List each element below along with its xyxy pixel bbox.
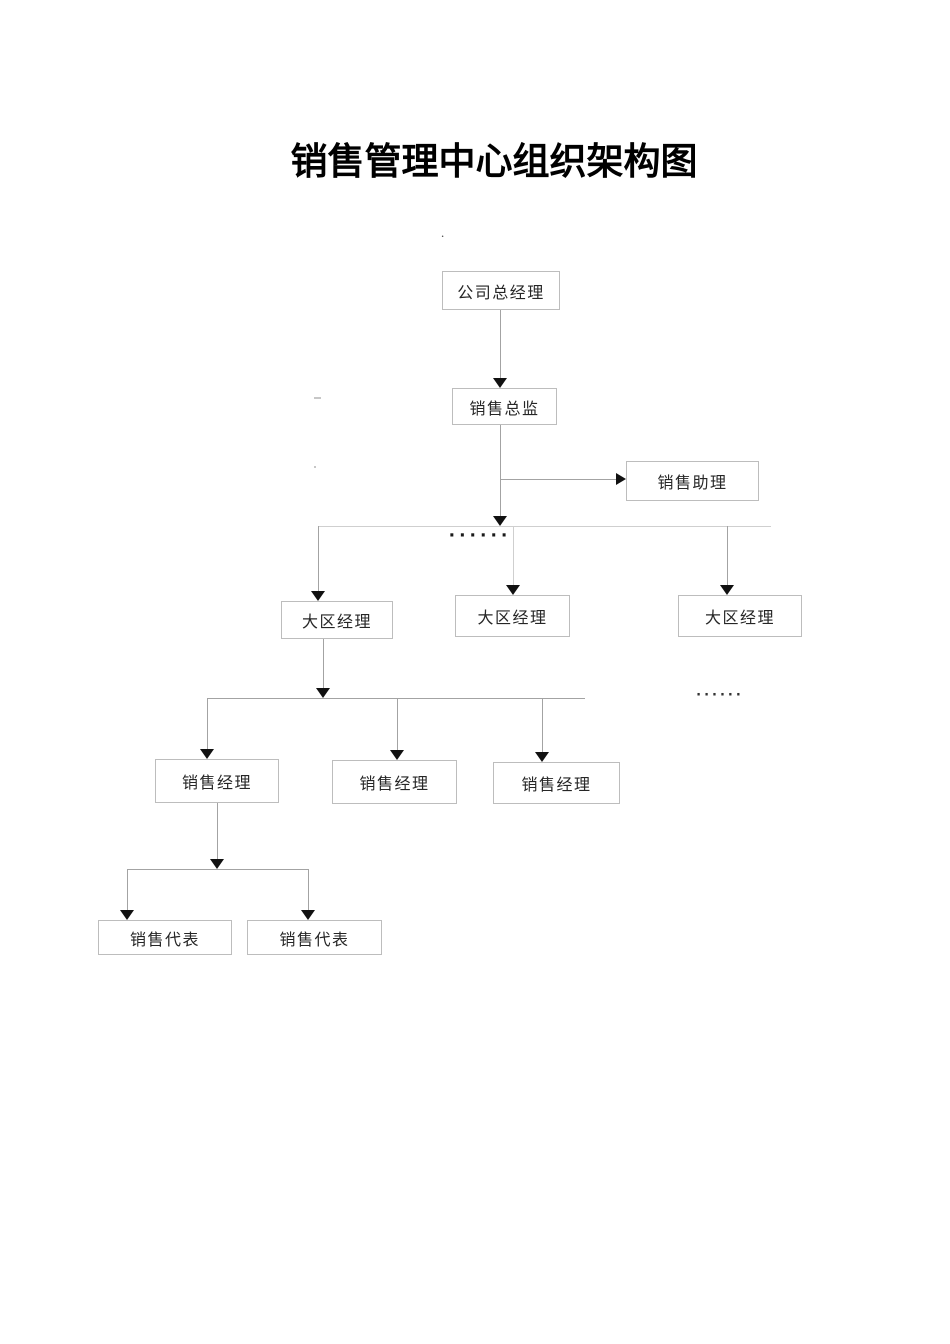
org-node-sales-manager-1: 销售经理 <box>155 759 279 803</box>
drop-to-regional-manager-2 <box>513 526 514 585</box>
stray-period-mark: . <box>441 225 445 240</box>
org-node-sales-director: 销售总监 <box>452 388 557 425</box>
arrowhead-down <box>493 516 507 526</box>
arrowhead-down <box>493 378 507 388</box>
arrowhead-down <box>720 585 734 595</box>
diagram-title: 销售管理中心组织架构图 <box>290 141 698 182</box>
arrowhead-down <box>390 750 404 760</box>
drop-to-sales-rep-2 <box>308 869 309 911</box>
arrowhead-right <box>616 473 626 485</box>
arrowhead-down <box>535 752 549 762</box>
arrowhead-down <box>120 910 134 920</box>
drop-to-sales-manager-2 <box>397 698 398 750</box>
org-node-sales-manager-3: 销售经理 <box>493 762 620 804</box>
arrowhead-down <box>311 591 325 601</box>
org-node-regional-manager-3: 大区经理 <box>678 595 802 637</box>
drop-to-sales-manager-3 <box>542 698 543 752</box>
arrowhead-down <box>301 910 315 920</box>
org-node-regional-manager-2: 大区经理 <box>455 595 570 637</box>
org-node-regional-manager-1: 大区经理 <box>281 601 393 639</box>
drop-to-regional-manager-3 <box>727 526 728 585</box>
org-node-sales-representative-2: 销售代表 <box>247 920 382 955</box>
org-node-sales-representative-1: 销售代表 <box>98 920 232 955</box>
org-node-sales-manager-2: 销售经理 <box>332 760 457 804</box>
org-node-company-general-manager: 公司总经理 <box>442 271 560 310</box>
connector-director-down <box>500 423 501 517</box>
connector-rm1-down <box>323 637 324 689</box>
ellipsis-more-regional-managers: ······ <box>448 526 512 546</box>
rank-line-sales-managers <box>207 698 585 699</box>
ellipsis-more-branches: ······ <box>696 688 744 703</box>
drop-to-sales-manager-1 <box>207 698 208 750</box>
arrowhead-down <box>200 749 214 759</box>
org-node-sales-assistant: 销售助理 <box>626 461 759 501</box>
stray-speck <box>314 397 321 399</box>
connector-ceo-to-director <box>500 308 501 378</box>
drop-to-regional-manager-1 <box>318 526 319 591</box>
arrowhead-down <box>506 585 520 595</box>
arrowhead-down <box>316 688 330 698</box>
drop-to-sales-rep-1 <box>127 869 128 911</box>
rank-line-regional-managers <box>318 526 771 527</box>
stray-speck <box>314 466 316 468</box>
rank-line-sales-reps <box>127 869 308 870</box>
connector-sm1-down <box>217 801 218 859</box>
connector-director-to-assistant <box>500 479 616 480</box>
arrowhead-down <box>210 859 224 869</box>
